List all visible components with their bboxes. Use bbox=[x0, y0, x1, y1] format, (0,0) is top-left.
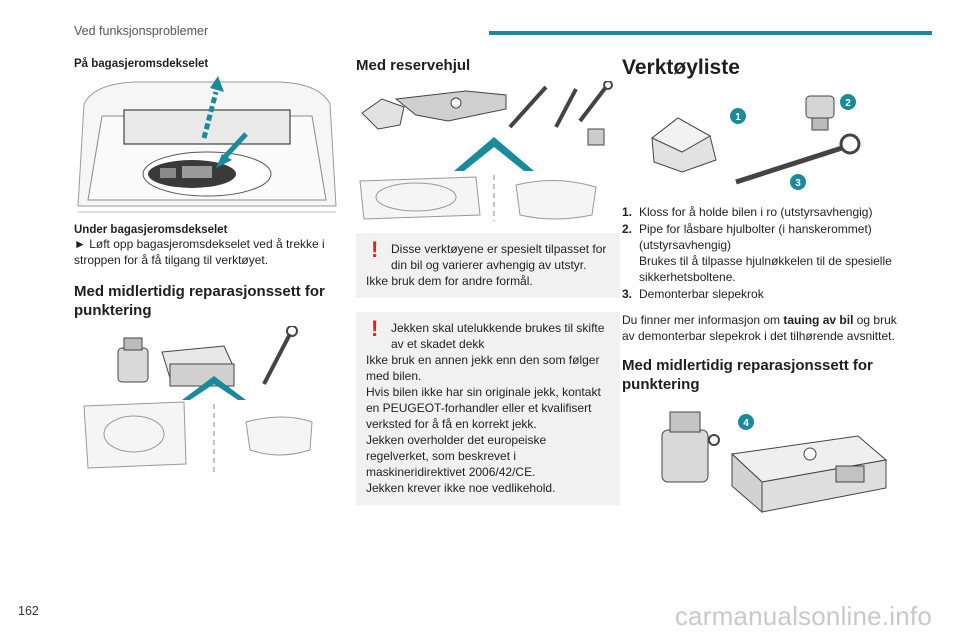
column-middle: Med reservehjul ! Disse verktøyene er sp… bbox=[356, 52, 620, 505]
running-header: Ved funksjonsproblemer bbox=[74, 24, 209, 38]
warning-text: Jekken krever ikke noe vedlikehold. bbox=[366, 481, 556, 495]
heading-spare-wheel: Med reservehjul bbox=[356, 57, 471, 74]
warning-icon: ! bbox=[371, 316, 379, 341]
warning-text: Jekken overholder det europeiske regelve… bbox=[366, 433, 547, 479]
badge-2: 2 bbox=[845, 98, 851, 109]
warning-jack: ! Jekken skal utelukkende brukes til ski… bbox=[356, 312, 620, 505]
spare-wheel-tools-illustration bbox=[359, 81, 613, 221]
tool-list-illustration: 1 2 3 bbox=[651, 94, 861, 190]
tool-list: 1. Kloss for å holde bilen i ro (utstyrs… bbox=[622, 204, 908, 302]
list-item: 2. Pipe for låsbare hjulbolter (i hanske… bbox=[622, 222, 892, 284]
warning-text: Disse verktøyene er spesielt tilpasset f… bbox=[391, 242, 607, 272]
badge-3: 3 bbox=[795, 178, 801, 189]
towing-link-text: tauing av bil bbox=[783, 313, 854, 327]
list-item: 3. Demonterbar slepekrok bbox=[622, 287, 764, 301]
badge-1: 1 bbox=[735, 112, 741, 123]
heading-repair-kit: Med midlertidig reparasjonssett for punk… bbox=[74, 283, 325, 319]
warning-text: Ikke bruk dem for andre formål. bbox=[366, 274, 533, 288]
watermark: carmanualsonline.info bbox=[674, 601, 932, 631]
repair-kit-illustration: 4 bbox=[661, 411, 888, 514]
warning-text: Jekken skal utelukkende brukes til skift… bbox=[391, 321, 605, 351]
warning-text: Hvis bilen ikke har sin originale jekk, … bbox=[366, 385, 601, 431]
repair-kit-stowage-illustration bbox=[83, 326, 313, 474]
caption-on-cover: På bagasjeromsdekselet bbox=[74, 58, 209, 70]
warning-tools-specific: ! Disse verktøyene er spesielt tilpasset… bbox=[356, 233, 620, 298]
heading-tool-list: Verktøyliste bbox=[622, 56, 740, 79]
page-number: 162 bbox=[18, 604, 39, 618]
warning-text: Ikke bruk en annen jekk enn den som følg… bbox=[366, 353, 600, 383]
column-left: På bagasjeromsdekselet Under bagasjeroms… bbox=[74, 52, 340, 476]
column-right: Verktøyliste 1 2 3 1. Kloss for å holde … bbox=[622, 52, 908, 520]
header-accent-bar bbox=[489, 31, 932, 35]
list-item: 1. Kloss for å holde bilen i ro (utstyrs… bbox=[622, 205, 873, 219]
lift-cover-instruction: ► Løft opp bagasjeromsdekselet ved å tre… bbox=[74, 237, 325, 267]
caption-under-cover: Under bagasjeromsdekselet bbox=[74, 224, 228, 236]
trunk-illustration bbox=[77, 76, 337, 213]
heading-repair-kit-2: Med midlertidig reparasjonssett for punk… bbox=[622, 357, 873, 393]
badge-4: 4 bbox=[743, 418, 749, 429]
warning-icon: ! bbox=[371, 237, 379, 262]
towing-info: Du finner mer informasjon om tauing av b… bbox=[622, 313, 897, 343]
